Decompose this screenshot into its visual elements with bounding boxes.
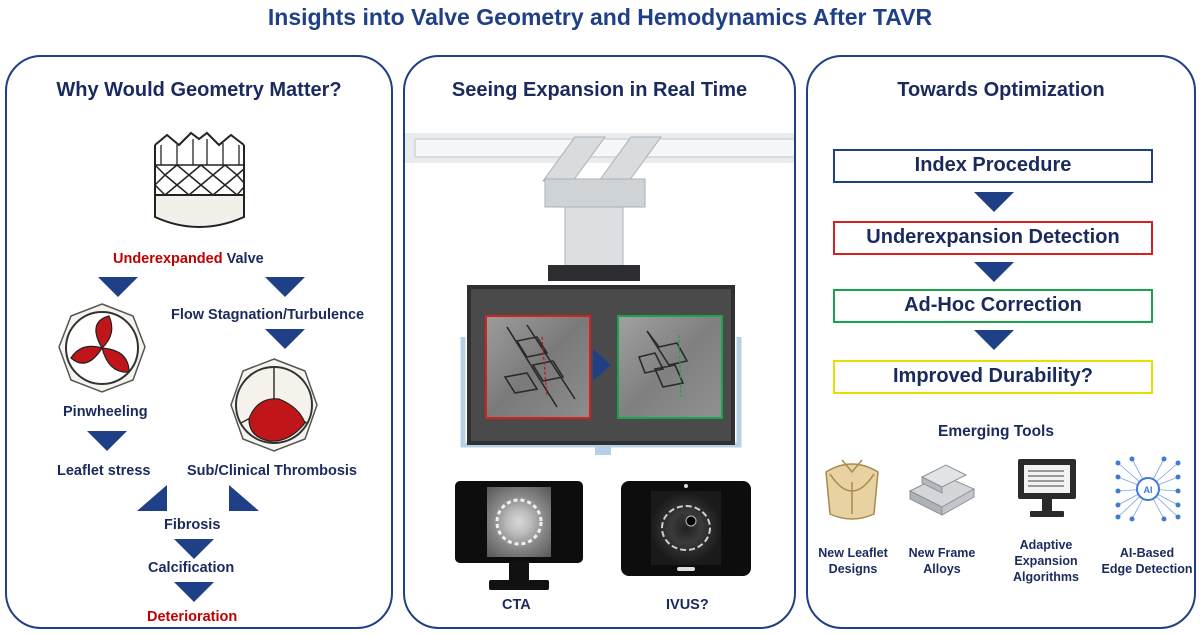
tool-adaptive-line3: Algorithms	[1013, 570, 1079, 584]
arrow-diagonal-icon	[137, 485, 167, 511]
arrow-down-icon	[265, 277, 305, 297]
arrow-down-icon	[974, 330, 1014, 350]
fluoro-image-after	[617, 315, 723, 419]
calcification-label: Calcification	[148, 560, 235, 576]
panel-optimization: Towards Optimization Index Procedure Und…	[806, 55, 1196, 629]
arrow-right-icon	[593, 349, 611, 381]
arrow-down-icon	[174, 582, 214, 602]
tool-ai-line2: Edge Detection	[1101, 562, 1193, 576]
tool-adaptive-line1: Adaptive	[1019, 538, 1073, 552]
ivus-image	[651, 491, 721, 565]
arrow-down-icon	[974, 192, 1014, 212]
panel-real-time-title: Seeing Expansion in Real Time	[451, 79, 748, 101]
tool-frame-alloys: New Frame Alloys	[887, 545, 997, 577]
stent-image-before	[503, 324, 576, 408]
main-title: Insights into Valve Geometry and Hemodyn…	[267, 4, 933, 30]
ivus-button	[677, 567, 695, 571]
tool-frame-alloys-line2: Alloys	[923, 562, 961, 576]
ai-badge-text: AI	[1144, 485, 1153, 495]
ivus-tablet	[621, 481, 751, 576]
cta-ring-icon	[495, 498, 543, 546]
stent-image-after	[637, 330, 689, 398]
panel-optimization-title: Towards Optimization	[897, 79, 1105, 101]
tool-adaptive-line2: Expansion	[1014, 554, 1078, 568]
pinwheel-valve-icon	[58, 303, 146, 393]
underexpanded-valve-label: Underexpanded Valve	[113, 251, 264, 267]
fluoroscopy-monitor	[467, 285, 735, 445]
fluoro-image-before	[485, 315, 591, 419]
ai-network-icon: AI	[1115, 456, 1181, 522]
arrow-down-icon	[98, 277, 138, 297]
ceiling-mount-icon	[405, 133, 794, 281]
step-ad-hoc-correction: Ad-Hoc Correction	[833, 289, 1153, 323]
arrow-down-icon	[174, 539, 214, 559]
valve-word: Valve	[226, 251, 264, 267]
panel-geometry: Why Would Geometry Matter? Underexpanded…	[5, 55, 393, 629]
tool-adaptive-algorithms: Adaptive Expansion Algorithms	[991, 537, 1101, 585]
arrow-down-icon	[87, 431, 127, 451]
thrombosis-valve-icon	[230, 358, 318, 452]
ivus-label: IVUS?	[666, 597, 709, 613]
underexpanded-word: Underexpanded	[113, 251, 223, 267]
ivus-camera	[684, 484, 688, 488]
arrow-down-icon	[265, 329, 305, 349]
tool-leaflet-designs: New Leaflet Designs	[798, 545, 908, 577]
tool-leaflet-designs-line1: New Leaflet	[818, 546, 888, 560]
panel-real-time: Seeing Expansion in Real Time	[403, 55, 796, 629]
cta-label: CTA	[502, 597, 531, 613]
cta-monitor-stand	[489, 562, 549, 590]
leaflet-design-icon	[825, 459, 879, 520]
computer-monitor-icon	[1018, 459, 1076, 517]
tool-frame-alloys-line1: New Frame	[908, 546, 976, 560]
step-improved-durability: Improved Durability?	[833, 360, 1153, 394]
valve-stent-icon	[154, 131, 245, 228]
step-underexpansion-detection: Underexpansion Detection	[833, 221, 1153, 255]
thrombosis-label: Sub/Clinical Thrombosis	[187, 463, 357, 479]
cta-image	[487, 487, 551, 557]
emerging-tools-label: Emerging Tools	[938, 423, 1054, 440]
tool-ai-line1: AI-Based	[1119, 546, 1175, 560]
tool-leaflet-designs-line2: Designs	[828, 562, 878, 576]
pinwheeling-label: Pinwheeling	[63, 404, 148, 420]
step-index-procedure: Index Procedure	[833, 149, 1153, 183]
arrow-diagonal-icon	[229, 485, 259, 511]
arrow-down-icon	[974, 262, 1014, 282]
fibrosis-label: Fibrosis	[164, 517, 221, 533]
frame-alloys-icon	[908, 464, 976, 516]
ivus-ring-icon	[661, 505, 711, 551]
deterioration-label: Deterioration	[147, 609, 238, 625]
leaflet-stress-label: Leaflet stress	[57, 463, 151, 479]
cta-monitor	[455, 481, 583, 563]
flow-stagnation-label: Flow Stagnation/Turbulence	[171, 307, 365, 323]
tool-ai-edge-detection: AI-Based Edge Detection	[1092, 545, 1200, 577]
panel-geometry-title: Why Would Geometry Matter?	[56, 79, 342, 101]
